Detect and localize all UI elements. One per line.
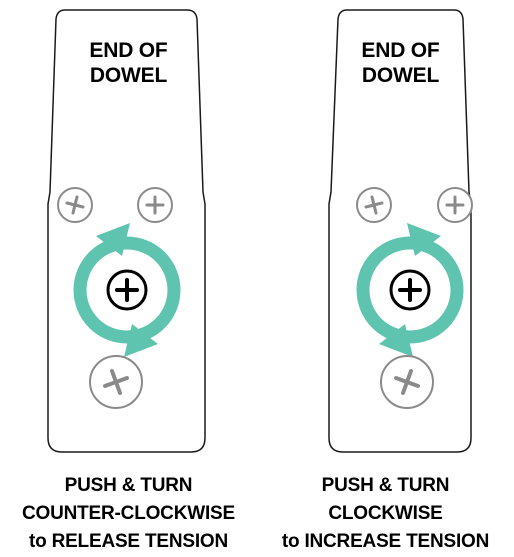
small-screw-icon-top-right [137,187,173,223]
small-screw-icon-top-left [356,187,392,223]
panel-clockwise: END OF DOWEL PUSH & TURN CLOCKWISE to IN… [257,0,514,557]
caption-line-2: COUNTER-CLOCKWISE [22,503,235,524]
rotation-arrow-icon [73,223,181,357]
plate-title-line-1: END OF [361,39,440,62]
bracket-plate-diagram [328,9,473,453]
rotation-arrow-icon [356,223,464,357]
plate-title-line-2: DOWEL [361,64,440,87]
caption-line-2: CLOCKWISE [328,503,443,524]
panel-counter-clockwise: END OF DOWEL PUSH & TURN COUNTER-CLOCKWI… [0,9,257,556]
center-screw-icon [380,260,440,320]
small-screw-icon-top-right [437,187,473,223]
caption-line-3: to RELEASE TENSION [28,531,229,552]
small-screw-icon-top-left [57,187,93,223]
plate-title-line-2: DOWEL [89,64,168,87]
caption-line-3: to INCREASE TENSION [281,531,490,552]
plate-title: END OF DOWEL [272,38,514,88]
bracket-plate-outline [328,9,472,453]
instruction-caption: PUSH & TURN CLOCKWISE to INCREASE TENSIO… [257,472,514,556]
bottom-screw-icon [89,355,143,409]
plate-title-line-1: END OF [89,39,168,62]
caption-line-1: PUSH & TURN [64,475,193,496]
bracket-plate-diagram [47,9,206,453]
bottom-screw-icon [380,355,434,409]
caption-line-1: PUSH & TURN [321,475,450,496]
instruction-caption: PUSH & TURN COUNTER-CLOCKWISE to RELEASE… [0,472,257,556]
center-screw-icon [97,260,157,320]
plate-title: END OF DOWEL [0,38,257,88]
